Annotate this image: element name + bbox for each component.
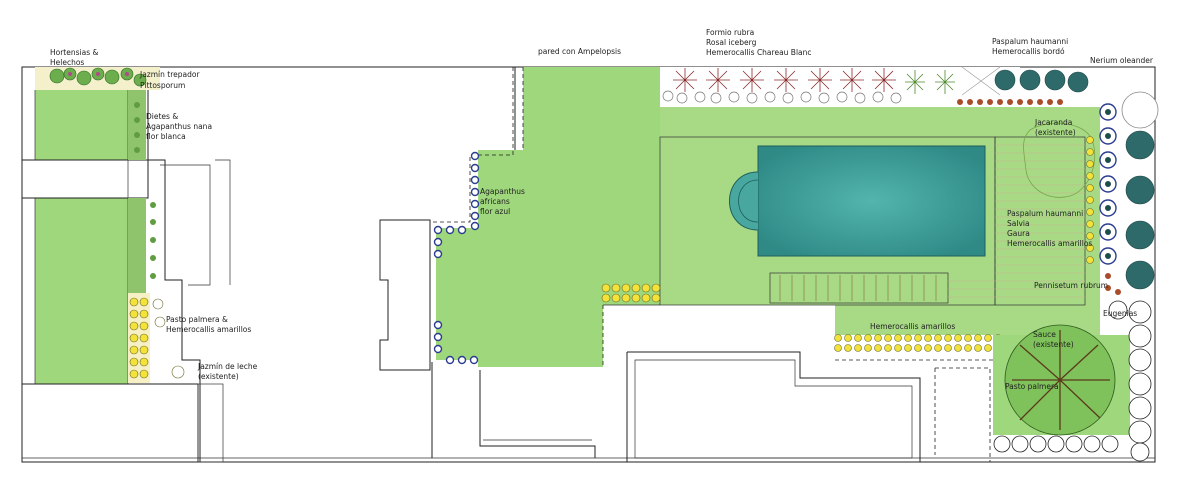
left-yellow-flowers: [129, 297, 185, 379]
label-jacaranda-existente: (existente): [1035, 128, 1076, 137]
label-jacaranda: Jacaranda: [1034, 118, 1072, 127]
plan-labels: Hortensias & Helechos Jazmín trepador Pi…: [50, 28, 1154, 391]
label-paspalum-right: Paspalum haumanni: [1007, 209, 1083, 218]
label-jazmin-existente: (existente): [198, 372, 239, 381]
top-planter: [660, 66, 1089, 107]
pool-deck: [659, 136, 996, 306]
left-hedge-dots: [134, 102, 156, 279]
lower-structures: [602, 304, 993, 462]
label-jazmin-leche: Jazmín de leche: [197, 362, 258, 371]
pool-left-yellow-flowers: [601, 283, 661, 303]
left-garden-strip: [21, 90, 231, 463]
central-lawn: [430, 67, 660, 367]
label-agapanthus: Agapanthus: [480, 187, 525, 196]
label-pittosporum: Pittosporum: [140, 81, 185, 90]
label-helechos: Helechos: [50, 58, 84, 67]
label-gaura: Gaura: [1007, 229, 1030, 238]
label-hemerocallis-chateau: Hemerocallis Chareau Blanc: [706, 48, 812, 57]
pool: [729, 145, 986, 257]
wood-deck: [948, 122, 1096, 306]
label-jazmin-trepador: Jazmín trepador: [139, 70, 200, 79]
label-salvia: Salvia: [1007, 219, 1030, 228]
label-paspalum-top: Paspalum haumanni: [992, 37, 1068, 46]
label-phormio: Formio rubra: [706, 28, 754, 37]
label-pasto-palmera: Pasto palmera: [1005, 382, 1059, 391]
bottom-yellow-flowers: [834, 334, 1002, 352]
label-eugenias: Eugenias: [1103, 309, 1137, 318]
label-hemerocallis-amarillos-bottom: Hemerocallis amarillos: [870, 322, 955, 331]
label-nerium: Nerium oleander: [1090, 56, 1154, 65]
label-agapanthus-nana: Agapanthus nana: [146, 122, 212, 131]
house-outline: [160, 66, 596, 458]
label-sauce: Sauce: [1033, 330, 1056, 339]
deck-yellow-flowers: [1086, 136, 1094, 264]
right-column-shrubs: [993, 91, 1159, 462]
label-rosal: Rosal iceberg: [706, 38, 757, 47]
label-flor-blanca: flor blanca: [146, 132, 186, 141]
agapanthus-blue: [433, 151, 480, 365]
label-africanus: africans: [480, 197, 510, 206]
label-hemero-amarillos-left: Hemerocallis amarillos: [166, 325, 251, 334]
label-flor-azul: flor azul: [480, 207, 510, 216]
label-hemerocallis-amarillos-right: Hemerocallis amarillos: [1007, 239, 1092, 248]
label-sauce-existente: (existente): [1033, 340, 1074, 349]
label-hemerocallis-bordo: Hemerocallis bordó: [992, 47, 1065, 56]
hortensias-bed: [35, 67, 160, 90]
sauce-tree: [993, 324, 1130, 436]
label-pared: pared con Ampelopsis: [538, 47, 621, 56]
label-dietes: Dietes &: [146, 112, 178, 121]
label-hortensias: Hortensias &: [50, 48, 98, 57]
label-pennisetum: Pennisetum rubrum: [1034, 281, 1108, 290]
label-pasto-palmera-left: Pasto palmera &: [166, 315, 228, 324]
